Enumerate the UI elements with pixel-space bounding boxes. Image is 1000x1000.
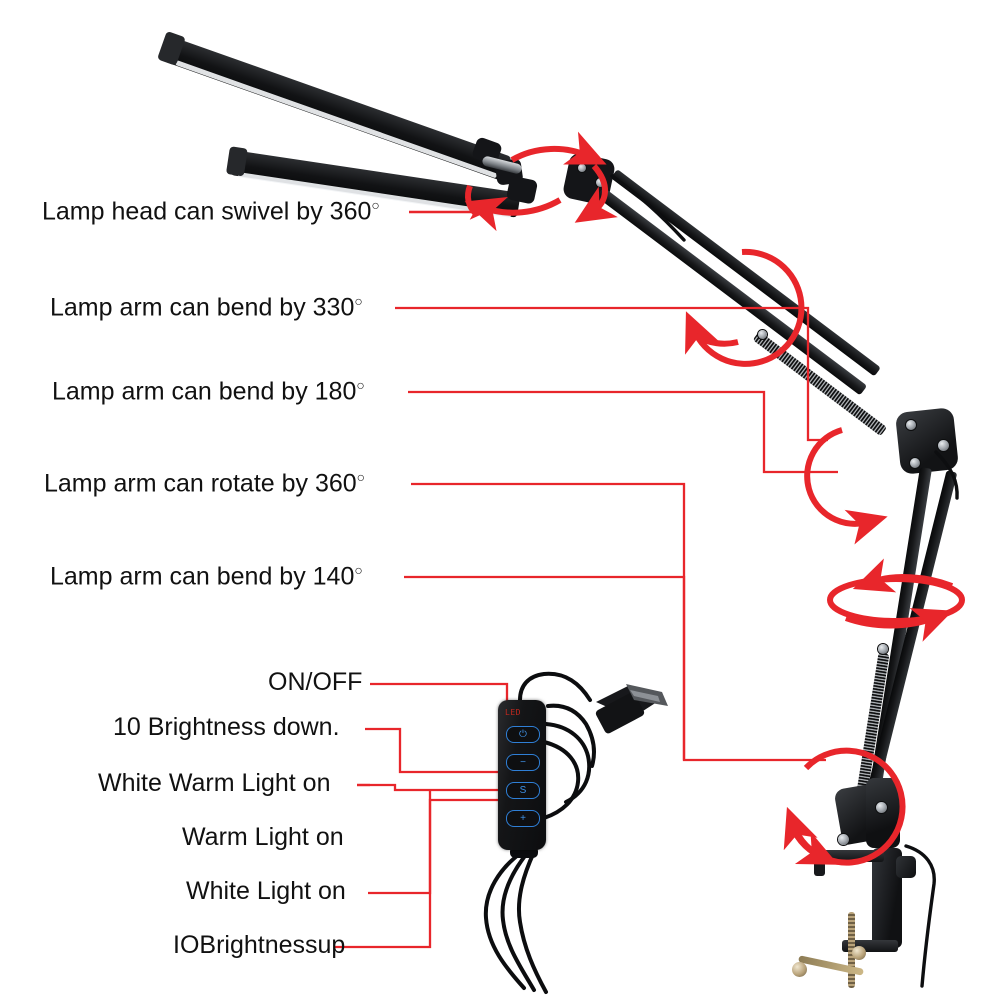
callout-bend-180: Lamp arm can bend by 180○ [52, 378, 365, 404]
callout-warm-on-text: Warm Light on [182, 823, 344, 851]
callout-warm-on: Warm Light on [182, 825, 344, 850]
callout-rotate-360: Lamp arm can rotate by 360○ [44, 470, 365, 496]
minus-button[interactable]: − [506, 754, 540, 771]
screw-head-swivel-2 [578, 164, 586, 172]
clamp-screw-shaft [848, 912, 855, 988]
upper-arm-circle-tail [694, 333, 739, 347]
leader-on-off [370, 682, 509, 738]
usb-connector [595, 684, 668, 734]
degree-symbol: ○ [356, 469, 366, 485]
plus-icon: + [520, 812, 526, 824]
screw-lower-arm-spring [878, 644, 888, 654]
plus-button[interactable]: + [506, 810, 540, 827]
color-mode-button[interactable]: S [506, 782, 540, 799]
callout-brightness-down-text: 10 Brightness down. [113, 713, 340, 741]
callout-bend-140-text: Lamp arm can bend by 140 [50, 562, 355, 591]
upper-arm-rail-back [610, 169, 881, 377]
degree-symbol: ○ [356, 377, 365, 393]
leader-brightness-up [334, 798, 505, 949]
color-mode-icon: S [519, 784, 527, 796]
screw-elbow-bottom [910, 458, 920, 468]
callout-on-off: ON/OFF [268, 670, 362, 695]
callout-white-warm-on-text: White Warm Light on [98, 769, 331, 797]
degree-symbol: ○ [354, 562, 363, 578]
callout-bend-140: Lamp arm can bend by 140○ [50, 563, 363, 589]
callout-white-on: White Light on [186, 879, 346, 904]
screw-upper-arm-spring [758, 330, 767, 339]
elbow-arc-arrow [804, 427, 888, 545]
upper-arm-rail-front [596, 187, 868, 396]
leader-white-warm [357, 783, 505, 792]
screw-base-pivot-top [876, 802, 887, 813]
callout-swivel-360: Lamp head can swivel by 360○ [42, 198, 380, 224]
callout-on-off-text: ON/OFF [268, 668, 363, 696]
clamp-upper-jaw-lip [814, 850, 825, 876]
callout-bend-330: Lamp arm can bend by 330○ [50, 294, 363, 320]
degree-symbol: ○ [371, 197, 380, 213]
leader-bend-330 [395, 306, 828, 442]
power-icon: ⏻ [519, 728, 527, 740]
screw-head-swivel [596, 178, 605, 187]
inline-controller[interactable]: LED ⏻ − S + [498, 700, 546, 850]
screw-elbow-top [906, 420, 916, 430]
callout-rotate-360-text: Lamp arm can rotate by 360 [44, 469, 357, 498]
callout-brightness-up: IOBrightnessup [173, 933, 345, 958]
clamp-knob-ball-right [852, 946, 866, 960]
elbow-joint [894, 407, 960, 475]
base-pivot-arm [866, 778, 900, 848]
leader-brightness-down [365, 727, 505, 774]
callout-swivel-360-text: Lamp head can swivel by 360 [42, 197, 372, 226]
degree-symbol: ○ [354, 293, 363, 309]
clamp-knob-ball-left [792, 962, 807, 977]
leader-rotate-360 [411, 482, 826, 762]
screw-elbow-right [938, 440, 949, 451]
leader-group-bracket [368, 790, 432, 895]
power-button[interactable]: ⏻ [506, 726, 540, 743]
callout-bend-180-text: Lamp arm can bend by 180 [52, 377, 357, 406]
callout-bend-330-text: Lamp arm can bend by 330 [50, 293, 355, 322]
callout-brightness-up-text: IOBrightnessup [173, 931, 346, 959]
callout-white-warm-on: White Warm Light on [98, 771, 330, 796]
upper-arm-spring [752, 331, 888, 437]
controller-brand-label: LED [505, 708, 521, 717]
callout-brightness-down: 10 Brightness down. [113, 715, 340, 740]
minus-icon: − [520, 756, 526, 768]
clamp-tension-knob [896, 856, 916, 878]
leader-bend-180 [408, 390, 838, 474]
callout-white-on-text: White Light on [186, 877, 346, 905]
screw-base-pivot-low [838, 834, 849, 845]
led-strip-upper [175, 60, 498, 179]
